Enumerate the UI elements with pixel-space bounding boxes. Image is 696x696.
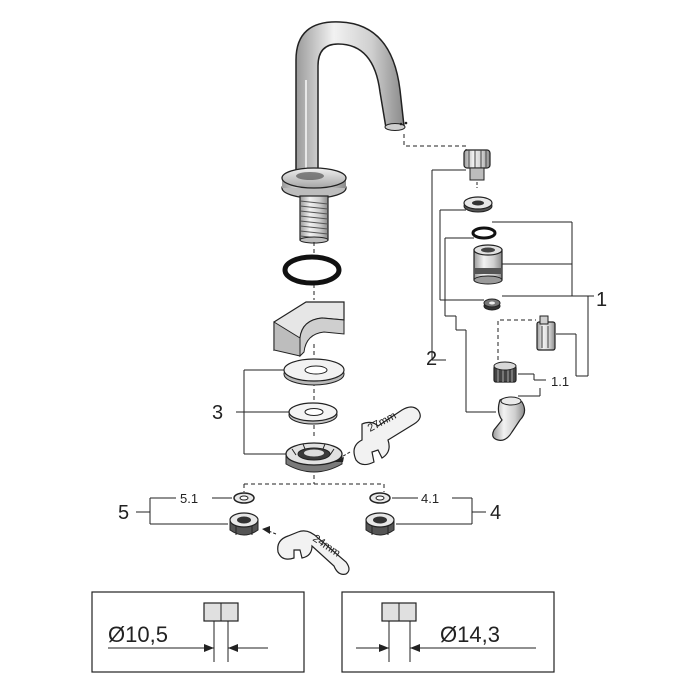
aerator-insert [463,149,491,188]
cartridge-nut [463,196,493,213]
support-bracket [273,301,345,358]
cartridge-o-ring [471,226,497,240]
faucet-spout [295,21,408,179]
cartridge-connector [403,134,467,150]
callout-5-1: 5.1 [180,491,198,506]
small-bushing [483,298,501,311]
callout-lines-cartridge [431,169,594,413]
right-union-nut [365,512,395,536]
callout-1: 1 [596,289,607,311]
dimension-box-left: Ø10,5 [91,591,305,673]
spindle-adapter [536,315,556,351]
lock-nut [285,442,343,473]
callout-lines-3 [236,369,289,455]
callout-5: 5 [118,502,129,524]
left-union-nut [229,512,259,536]
callout-3: 3 [212,402,223,424]
diameter-right: Ø14,3 [440,622,500,647]
callout-2: 2 [426,348,437,370]
callout-4-1: 4.1 [421,491,439,506]
o-ring [282,254,342,286]
right-seal-ring [369,492,391,504]
spline-adapter [493,361,517,383]
threaded-shank [299,195,329,244]
base-rosette [281,167,347,199]
callout-1-1: 1.1 [551,374,569,389]
cartridge-body [473,244,503,285]
wrench-24mm: 24mm [262,526,350,575]
handle-key [492,396,526,441]
wrench-27mm: 27mm [333,406,421,466]
left-seal-ring [233,492,255,504]
adapter-dashed-guide [497,319,536,360]
callout-lines-4-5 [136,497,486,525]
dimension-box-right: Ø14,3 [341,591,555,673]
small-washer [288,402,338,425]
diameter-left: Ø10,5 [108,622,168,647]
large-washer [283,358,345,386]
callout-4: 4 [490,502,501,524]
